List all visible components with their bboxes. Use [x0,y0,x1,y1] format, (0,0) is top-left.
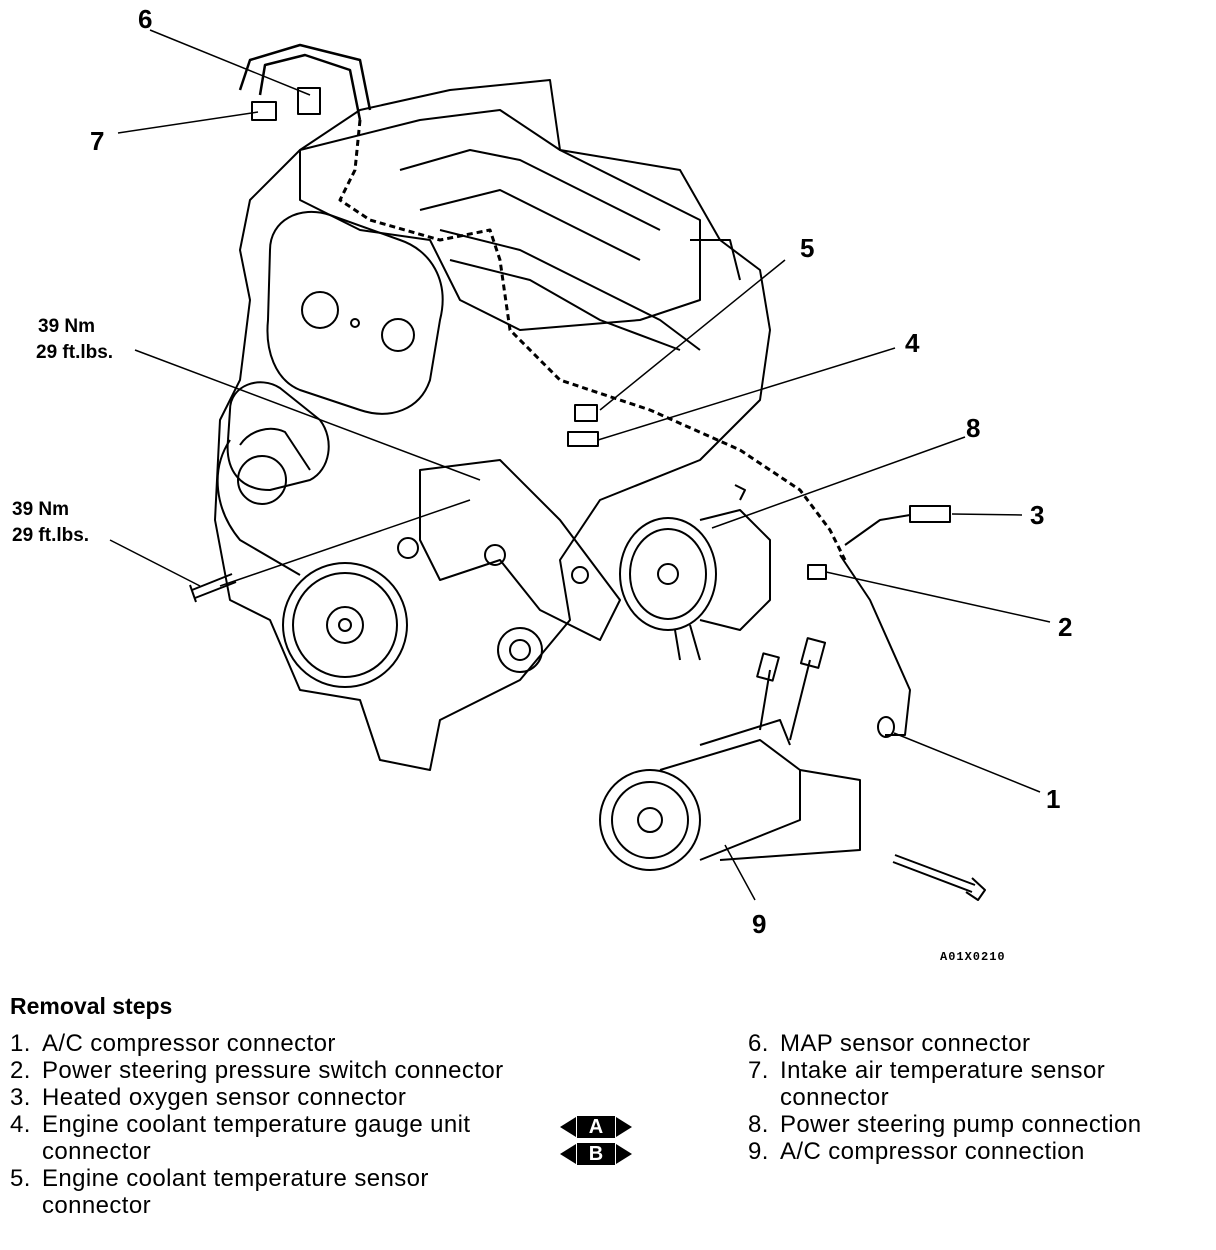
alternator [226,381,330,491]
removal-step-1: 1.A/C compressor connector [10,1030,336,1057]
removal-steps-left: 1.A/C compressor connector 2.Power steer… [10,1030,510,1219]
removal-steps-heading: Removal steps [10,993,173,1019]
ps-bracket [419,459,621,641]
connector-ac [877,716,895,738]
removal-steps-right: 6.MAP sensor connector 7.Intake air temp… [748,1030,1208,1165]
connector-iat [251,101,277,121]
callout-4: 4 [905,328,920,358]
removal-step-4: 4.Engine coolant temperature gauge unit … [10,1111,471,1165]
marker-a: A [560,1113,632,1140]
crank-pulley [282,562,408,688]
connector-ecg [567,431,599,447]
connector-ps [807,564,827,580]
callout-1: 1 [1046,784,1060,814]
service-markers: A B [560,1113,632,1167]
drive-belt [216,427,311,576]
callout-9: 9 [752,909,766,939]
callout-2: 2 [1058,612,1072,642]
callout-7: 7 [90,126,104,156]
ac-compressor [599,637,861,871]
connector-ect [574,404,598,422]
callout-3: 3 [1030,500,1044,530]
callout-6: 6 [138,4,152,34]
cam-cover [299,109,701,331]
harness-main [338,119,847,561]
torque-upper-nm: 39 Nm [38,316,95,337]
ps-pump [619,484,771,661]
removal-step-5: 5.Engine coolant temperature sensor conn… [10,1165,429,1219]
callout-5: 5 [800,233,814,263]
engine-block-outline [214,79,771,771]
marker-b: B [560,1140,632,1167]
harness-upper [238,43,372,121]
figure-id: A01X0210 [940,950,1006,964]
torque-upper-ftlbs: 29 ft.lbs. [36,342,113,363]
removal-step-7: 7.Intake air temperature sensor connecto… [748,1057,1106,1111]
removal-step-8: 8.Power steering pump connection [748,1111,1142,1138]
removal-step-2: 2.Power steering pressure switch connect… [10,1057,504,1084]
timing-cover [266,210,444,415]
removal-step-3: 3.Heated oxygen sensor connector [10,1084,407,1111]
connector-map [297,87,321,115]
removal-step-9: 9.A/C compressor connection [748,1138,1085,1165]
callout-8: 8 [966,413,980,443]
engine-diagram: 6 7 5 4 8 3 2 1 9 39 Nm 29 ft.lbs. 39 Nm… [12,4,1072,964]
ac-bolt [892,854,986,901]
removal-step-6: 6.MAP sensor connector [748,1030,1031,1057]
torque-lower-nm: 39 Nm [12,499,69,520]
torque-lower-ftlbs: 29 ft.lbs. [12,525,89,546]
bolt-lower-left [189,573,237,603]
